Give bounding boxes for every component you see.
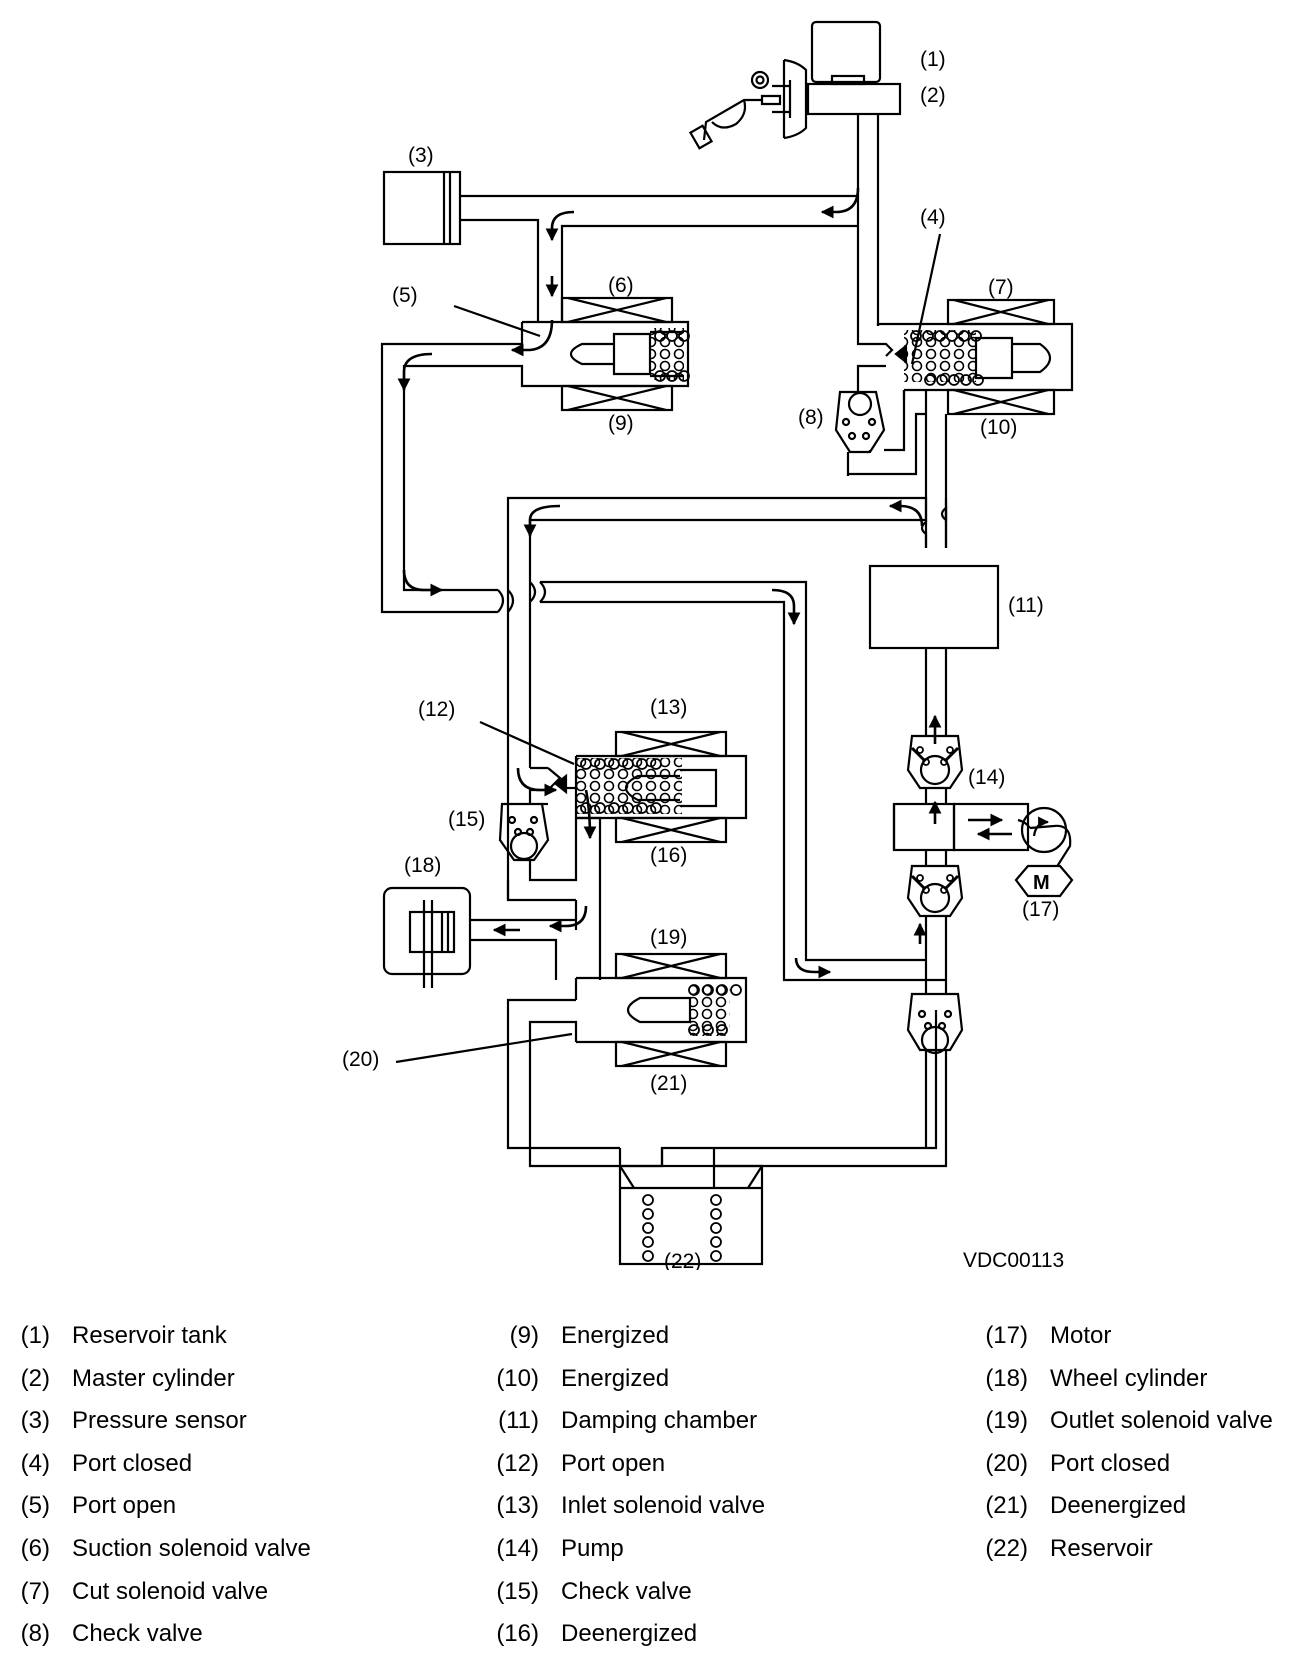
valve-springs [580, 330, 984, 1262]
flow-arrows [397, 187, 1012, 979]
pump [892, 802, 1030, 852]
motor [1014, 806, 1074, 898]
legend-item: (1)Reservoir tank [20, 1322, 227, 1349]
legend-item: (17)Motor [985, 1322, 1112, 1349]
leader-20 [395, 1032, 573, 1064]
legend-item: (11)Damping chamber [498, 1407, 758, 1435]
legend-item: (21)Deenergized [985, 1492, 1187, 1520]
callout-18: (18) [404, 854, 441, 877]
legend: (1)Reservoir tank (2)Master cylinder (3)… [0, 1322, 1312, 1662]
diagram-code: VDC00113 [963, 1249, 1064, 1270]
check-valve-15 [498, 802, 578, 930]
legend-item: (20)Port closed [985, 1449, 1171, 1477]
callout-13: (13) [650, 696, 687, 719]
legend-item: (7)Cut solenoid valve [20, 1577, 269, 1605]
callout-6: (6) [608, 274, 634, 297]
leader-5 [453, 304, 541, 338]
callout-21: (21) [650, 1072, 687, 1095]
leader-4 [910, 233, 942, 365]
callout-16: (16) [650, 844, 687, 867]
callout-10: (10) [980, 416, 1017, 439]
legend-item: (12)Port open [496, 1449, 666, 1477]
pump-check-valve-upper [906, 734, 964, 804]
callout-17: (17) [1022, 898, 1059, 921]
callout-20: (20) [342, 1048, 379, 1071]
wheel-cylinder [382, 886, 576, 988]
pressure-sensor [382, 170, 858, 318]
callout-1: (1) [920, 48, 946, 71]
cut-solenoid-valve [856, 298, 1074, 416]
legend-item: (2)Master cylinder [20, 1364, 235, 1392]
callout-5: (5) [392, 284, 418, 307]
legend-item: (18)Wheel cylinder [985, 1364, 1208, 1392]
legend-column-2: (9)Energized (10)Energized (11)Damping c… [489, 1322, 765, 1663]
legend-item: (5)Port open [20, 1492, 177, 1520]
legend-item: (13)Inlet solenoid valve [496, 1492, 766, 1520]
callout-4: (4) [920, 206, 946, 229]
inlet-solenoid-valve [528, 730, 748, 980]
master-cylinder [688, 20, 902, 150]
callout-7: (7) [988, 276, 1014, 299]
motor-letter: M [1033, 872, 1050, 894]
legend-item: (19)Outlet solenoid valve [985, 1407, 1273, 1435]
check-valve-lower-right [714, 960, 964, 1168]
outlet-solenoid-valve [506, 952, 938, 1168]
legend-item: (10)Energized [496, 1364, 670, 1392]
legend-item: (3)Pressure sensor [20, 1407, 247, 1435]
legend-item: (6)Suction solenoid valve [20, 1534, 311, 1562]
callout-22: (22) [664, 1250, 701, 1270]
legend-column-3: (17)Motor (18)Wheel cylinder (19)Outlet … [978, 1322, 1273, 1578]
callout-19: (19) [650, 926, 687, 949]
legend-column-1: (1)Reservoir tank (2)Master cylinder (3)… [0, 1322, 311, 1663]
legend-item: (9)Energized [509, 1322, 670, 1349]
suction-solenoid-valve [380, 296, 690, 614]
callout-labels: (1) (2) (3) (4) (5) (6) (7) (8) (9) (10)… [342, 48, 1064, 1270]
callout-3: (3) [408, 144, 434, 167]
damping-chamber [868, 564, 1000, 736]
check-valve-8 [834, 390, 926, 476]
callout-14: (14) [968, 766, 1005, 789]
callout-9: (9) [608, 412, 634, 435]
legend-item: (16)Deenergized [496, 1620, 698, 1648]
callout-12: (12) [418, 698, 455, 721]
legend-item: (22)Reservoir [985, 1534, 1153, 1562]
callout-2: (2) [920, 84, 946, 107]
legend-item: (8)Check valve [20, 1620, 203, 1648]
legend-item: (14)Pump [496, 1534, 624, 1562]
callout-11: (11) [1008, 594, 1044, 617]
legend-item: (15)Check valve [496, 1577, 692, 1605]
legend-item: (4)Port closed [20, 1449, 193, 1477]
hydraulic-circuit-diagram: (1) (2) (3) (4) (5) (6) (7) (8) (9) (10)… [342, 20, 1074, 1270]
callout-8: (8) [798, 406, 824, 429]
callout-15: (15) [448, 808, 485, 831]
leader-12 [479, 720, 575, 766]
reservoir [618, 1148, 764, 1266]
